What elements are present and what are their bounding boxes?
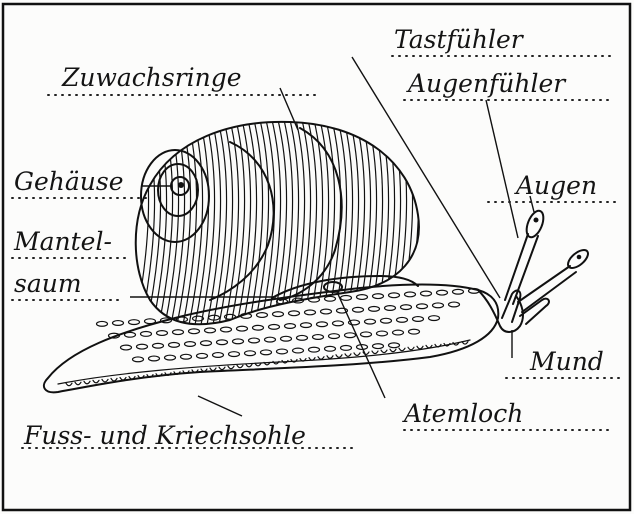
leader-fuss <box>198 396 242 416</box>
leader-zuwachsringe <box>280 88 298 130</box>
snail-head <box>478 208 591 332</box>
label-mund: Mund <box>529 347 604 376</box>
label-augenfuehler: Augenfühler <box>406 69 567 98</box>
label-mantelsaum-line1: Mantel- <box>13 227 112 256</box>
label-tastfuehler: Tastfühler <box>394 25 525 54</box>
label-fuss-und-kriechsohle: Fuss- und Kriechsohle <box>23 421 306 450</box>
label-augen: Augen <box>514 171 597 200</box>
label-atemloch: Atemloch <box>402 399 523 428</box>
leader-augenfuehler <box>486 100 518 238</box>
label-mantelsaum-line2: saum <box>14 269 82 298</box>
label-gehaeuse: Gehäuse <box>14 167 124 196</box>
label-zuwachsringe: Zuwachsringe <box>61 63 242 92</box>
